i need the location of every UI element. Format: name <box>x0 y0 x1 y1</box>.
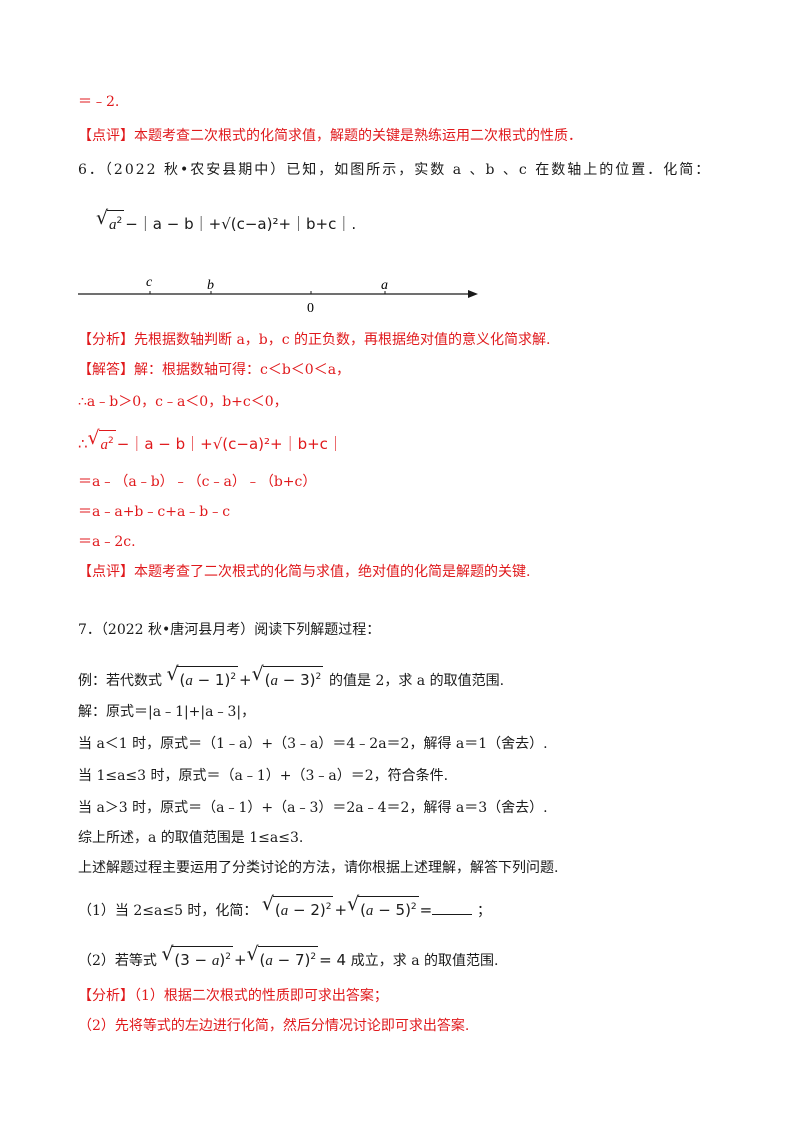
sol-1: 解：原式＝|a﹣1|+|a﹣3|， <box>78 704 256 720</box>
step-4: ＝a﹣a+b﹣c+a﹣b﹣c <box>78 504 231 520</box>
q6-expression: √a2−｜a − b｜+√(c−a)²+｜b+c｜. <box>96 207 357 233</box>
sub-question-1: （1）当 2≤a≤5 时，化简： √(a − 2)2+√(a − 5)2= ； <box>78 893 492 919</box>
step-3: ＝a﹣（a﹣b）﹣（c﹣a）﹣（b+c） <box>78 474 317 490</box>
analysis-7-part2: （2）先将等式的左边进行化简，然后分情况讨论即可求出答案. <box>78 1018 470 1034</box>
label-zero: 0 <box>307 301 314 316</box>
sol-5: 综上所述，a 的取值范围是 1≤a≤3. <box>78 830 304 846</box>
comment-5: 【点评】本题考查二次根式的化简求值，解题的关键是熟练运用二次根式的性质． <box>78 126 582 146</box>
sub-question-2: （2）若等式 √(3 − a)2+√(a − 7)2= 4 成立，求 a 的取值… <box>78 943 499 969</box>
comment-6: 【点评】本题考查了二次根式的化简与求值，绝对值的化简是解题的关键. <box>78 564 531 580</box>
question-6: 6．（2022 秋•农安县期中）已知，如图所示，实数 a 、b 、c 在数轴上的… <box>78 162 712 178</box>
label-a: a <box>381 278 388 293</box>
label-c: c <box>146 275 153 290</box>
comment-text: 本题考查二次根式的化简求值，解题的关键是熟练运用二次根式的性质． <box>134 128 582 144</box>
number-line: c b 0 a <box>78 275 478 316</box>
answer-blank[interactable] <box>432 902 473 915</box>
answer-6: 【解答】解：根据数轴可得：c＜b＜0＜a， <box>78 362 351 378</box>
analysis-7: 【分析】（1）根据二次根式的性质即可求出答案； <box>78 988 388 1004</box>
sol-2: 当 a＜1 时，原式＝（1﹣a）+（3﹣a）＝4﹣2a＝2，解得 a＝1（舍去）… <box>78 736 548 752</box>
question-7: 7．（2022 秋•唐河县月考）阅读下列解题过程： <box>78 622 381 638</box>
sol-4: 当 a＞3 时，原式＝（a﹣1）+（a﹣3）＝2a﹣4＝2，解得 a＝3（舍去）… <box>78 800 548 816</box>
step-5: ＝a﹣2c. <box>78 534 136 550</box>
label-b: b <box>207 278 214 293</box>
analysis-6: 【分析】先根据数轴判断 a，b，c 的正负数，再根据绝对值的意义化简求解. <box>78 332 551 348</box>
step-2: ∴√a2−｜a − b｜+√(c−a)²+｜b+c｜ <box>78 427 343 453</box>
example-line: 例：若代数式 √(a − 1)2+√(a − 3)2 的值是 2，求 a 的取值… <box>78 663 505 689</box>
sol-3: 当 1≤a≤3 时，原式＝（a﹣1）+（3﹣a）＝2，符合条件. <box>78 768 449 784</box>
comment-tag: 【点评】 <box>78 128 134 144</box>
step-1: ∴a﹣b＞0，c﹣a＜0，b+c＜0， <box>78 394 288 410</box>
sol-6: 上述解题过程主要运用了分类讨论的方法，请你根据上述理解，解答下列问题. <box>78 860 559 876</box>
result-line: ＝﹣2. <box>78 94 120 110</box>
